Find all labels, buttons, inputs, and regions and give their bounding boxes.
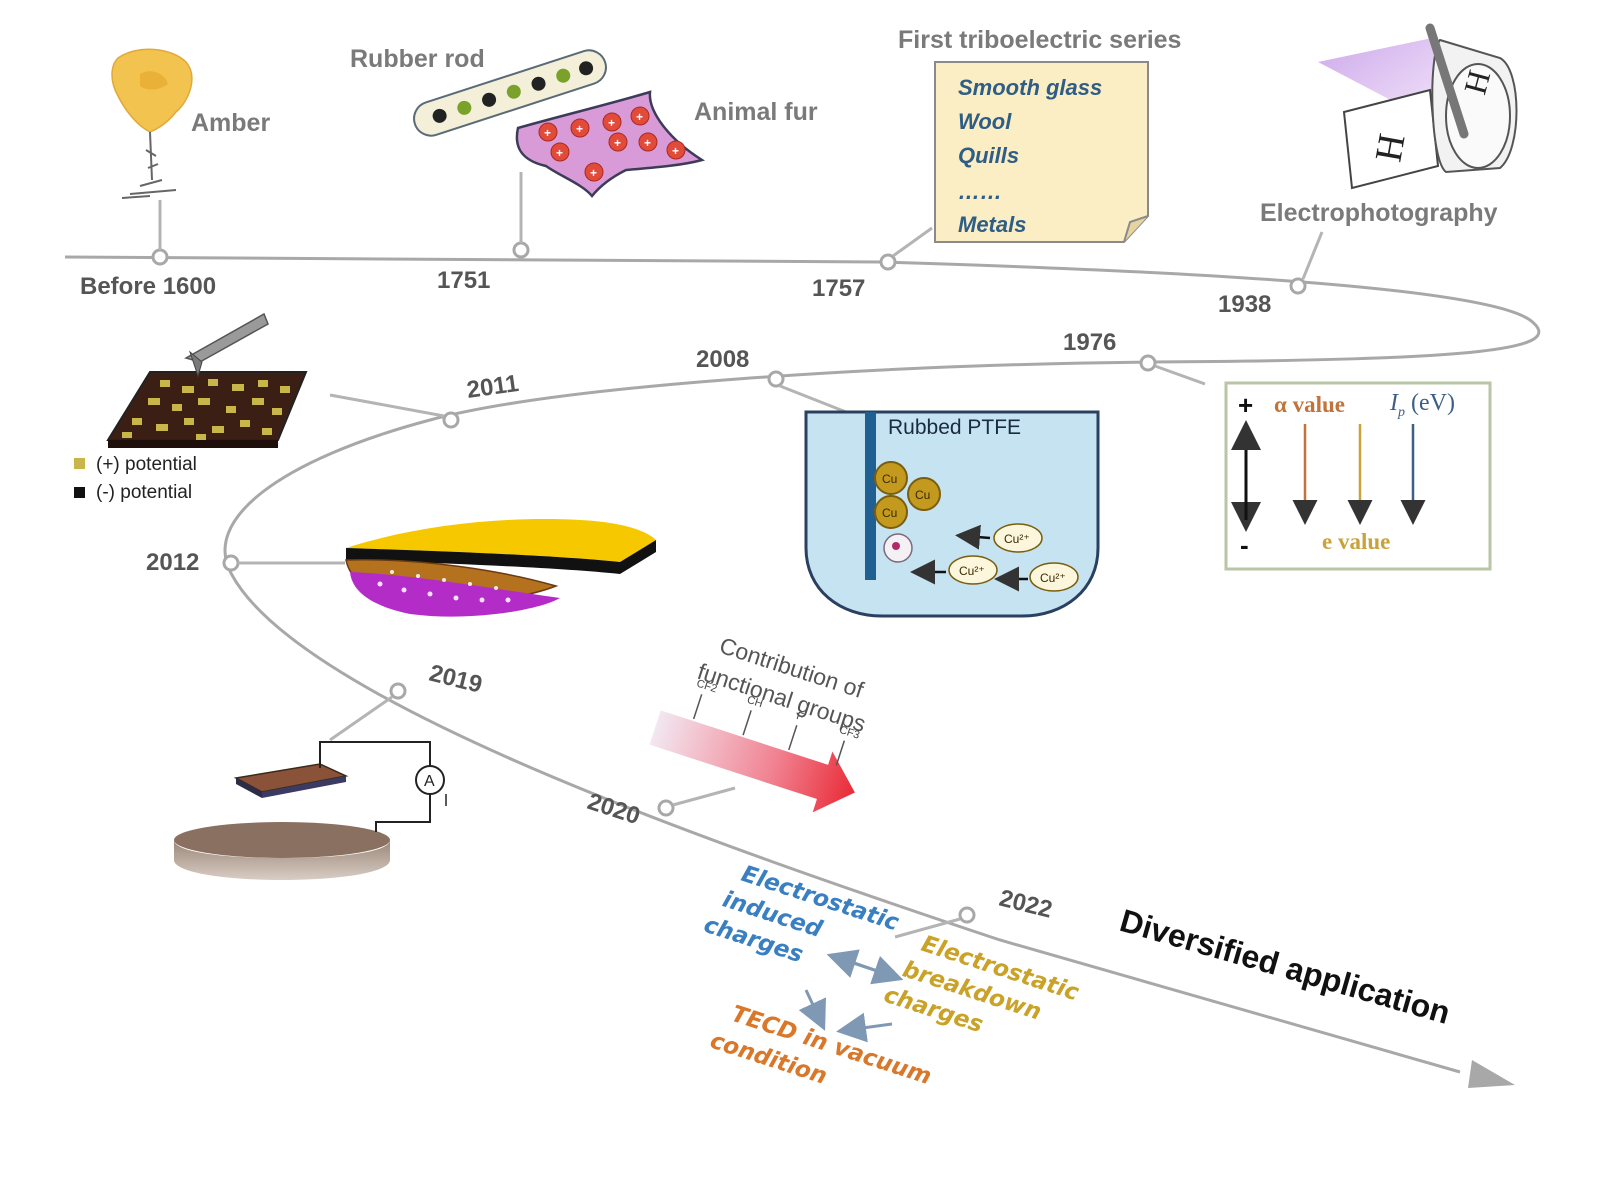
ammeter-label: A: [424, 773, 435, 790]
node-1976: [1139, 354, 1157, 372]
electrophotography-label: Electrophotography: [1260, 199, 1498, 227]
amber-icon: [111, 48, 193, 133]
svg-text:+: +: [608, 116, 615, 130]
year-1751: 1751: [437, 267, 490, 294]
timeline-nodes: [151, 241, 1307, 924]
year-1976: 1976: [1063, 329, 1116, 356]
minus-sign: -: [1240, 530, 1249, 560]
node-2020: [657, 799, 675, 817]
connector-lines: [158, 172, 1324, 939]
timeline-arrowhead: [1468, 1060, 1515, 1088]
rubbed-ptfe-label: Rubbed PTFE: [888, 416, 1021, 439]
node-1751: [512, 241, 530, 259]
year-2022: 2022: [997, 885, 1055, 924]
amber-illustration: [111, 48, 193, 199]
year-1757: 1757: [812, 275, 865, 302]
rubber-rod-illustration: [413, 49, 607, 137]
plus-potential-label: (+) potential: [96, 454, 197, 475]
charge-vacuum-text: TECD in vacuum condition: [707, 1001, 935, 1090]
node-2008: [767, 370, 785, 388]
series-item-3: Quills: [958, 143, 1019, 168]
ion-cu-b: Cu: [915, 488, 930, 502]
year-2020: 2020: [584, 788, 643, 830]
year-2012: 2012: [146, 549, 199, 576]
year-2008: 2008: [696, 346, 749, 373]
svg-text:+: +: [614, 136, 621, 150]
node-2011: [442, 411, 460, 429]
series-title: First triboelectric series: [898, 26, 1181, 54]
year-before-1600: Before 1600: [80, 273, 216, 300]
svg-text:+: +: [576, 122, 583, 136]
svg-text:+: +: [672, 144, 679, 158]
minus-potential-label: (-) potential: [96, 482, 192, 503]
group-ch: CH: [745, 694, 764, 710]
year-2011: 2011: [465, 370, 520, 404]
ion-cu-c: Cu: [882, 506, 897, 520]
amber-label: Amber: [191, 109, 270, 137]
animal-fur-label: Animal fur: [694, 98, 818, 126]
node-2012: [222, 554, 240, 572]
timeline-curve: [64, 255, 1541, 1074]
node-2019: [389, 682, 407, 700]
ammeter-circuit-illustration: [174, 741, 447, 880]
series-item-4: ……: [958, 179, 1002, 204]
node-2022: [958, 906, 976, 924]
charge-cycle-arrows: [798, 949, 904, 1043]
plus-sign: +: [1238, 390, 1253, 420]
layered-film-illustration: [345, 519, 656, 617]
functional-groups-arrow: [649, 694, 855, 813]
ptfe-beaker-illustration: [804, 410, 1100, 618]
ion-cu2-a: Cu²⁺: [1004, 532, 1030, 546]
series-item-5: Metals: [958, 212, 1026, 237]
svg-text:+: +: [556, 146, 563, 160]
ion-cu2-c: Cu²⁺: [1040, 571, 1066, 585]
node-1938: [1289, 277, 1307, 295]
triboelectric-series-note: [934, 61, 1149, 243]
node-before1600: [151, 248, 169, 266]
rubber-rod-label: Rubber rod: [350, 45, 485, 73]
kpfm-surface-illustration: [74, 312, 308, 498]
animal-fur-illustration: +++ +++ +++: [515, 90, 706, 198]
svg-text:+: +: [590, 166, 597, 180]
series-item-1: Smooth glass: [958, 75, 1102, 100]
svg-text:+: +: [644, 136, 651, 150]
diversified-application-label: Diversified application: [1116, 902, 1454, 1031]
electrophotography-illustration: H H: [1318, 23, 1518, 190]
ip-label: Ip (eV): [1389, 390, 1455, 420]
e-value-label: e value: [1322, 529, 1390, 554]
ion-cu2-b: Cu²⁺: [959, 564, 985, 578]
year-2019: 2019: [427, 660, 485, 699]
node-1757: [879, 253, 897, 271]
work-function-box: [1224, 381, 1492, 571]
charge-induced-text: Electrostatic induced charges: [701, 861, 903, 968]
charge-breakdown-text: Electrostatic breakdown charges: [881, 931, 1083, 1038]
series-item-2: Wool: [958, 109, 1012, 134]
svg-text:+: +: [636, 110, 643, 124]
svg-text:+: +: [544, 126, 551, 140]
group-f: F: [795, 710, 805, 724]
ion-cu-a: Cu: [882, 472, 897, 486]
alpha-value-label: α value: [1274, 392, 1345, 417]
year-1938: 1938: [1218, 291, 1271, 318]
